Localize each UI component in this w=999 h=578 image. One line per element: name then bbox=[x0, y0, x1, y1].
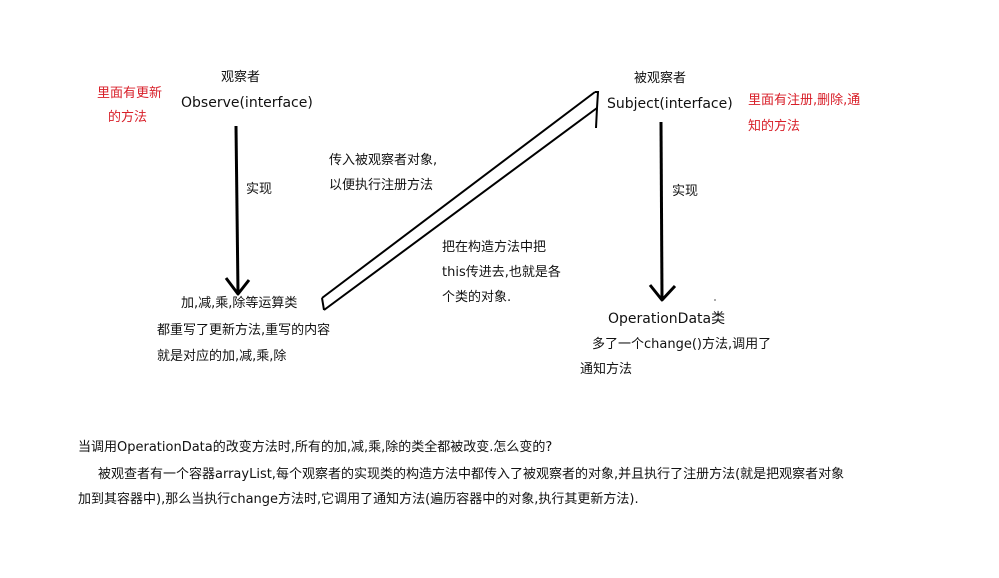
link-label2-line2: this传进去,也就是各 bbox=[442, 265, 561, 280]
subject-note-line1: 里面有注册,删除,通 bbox=[748, 93, 861, 108]
subject-name: Subject(interface) bbox=[607, 96, 733, 112]
explanation-line3: 加到其容器中),那么当执行change方法时,它调用了通知方法(遍历容器中的对象… bbox=[78, 492, 639, 507]
observer-impl-line2: 都重写了更新方法,重写的内容 bbox=[157, 323, 331, 338]
explanation-line2: 被观查者有一个容器arrayList,每个观察者的实现类的构造方法中都传入了被观… bbox=[98, 467, 845, 482]
link-label1-line1: 传入被观察者对象, bbox=[329, 153, 438, 168]
observer-name: Observe(interface) bbox=[181, 95, 313, 111]
subject-impl-line2: 多了一个change()方法,调用了 bbox=[592, 337, 772, 352]
subject-impl-arrowhead bbox=[648, 284, 677, 302]
subject-title: 被观察者 bbox=[634, 71, 687, 86]
observer-arrow-label: 实现 bbox=[246, 182, 273, 197]
link-label2-line3: 个类的对象. bbox=[442, 290, 512, 305]
observer-impl-line3: 就是对应的加,减,乘,除 bbox=[157, 349, 287, 364]
subject-impl-arrow-shaft bbox=[659, 121, 664, 299]
observer-note-line2: 的方法 bbox=[108, 110, 148, 125]
observer-impl-line1: 加,减,乘,除等运算类 bbox=[181, 296, 298, 311]
link-line-outer bbox=[321, 91, 596, 299]
link-label1-line2: 以便执行注册方法 bbox=[329, 178, 434, 193]
explanation-line1: 当调用OperationData的改变方法时,所有的加,减,乘,除的类全都被改变… bbox=[78, 440, 553, 455]
observer-note-line1: 里面有更新 bbox=[97, 86, 163, 101]
link-line-inner bbox=[323, 107, 598, 311]
observer-impl-arrowhead bbox=[224, 277, 251, 296]
subject-impl-line1: OperationData类 bbox=[608, 311, 726, 327]
observer-title: 观察者 bbox=[221, 70, 261, 85]
link-end-hook-right bbox=[595, 91, 600, 129]
observer-impl-arrow-shaft bbox=[234, 125, 240, 294]
link-end-cap-left bbox=[321, 297, 325, 311]
subject-note-line2: 知的方法 bbox=[748, 119, 801, 134]
link-label2-line1: 把在构造方法中把 bbox=[442, 240, 547, 255]
subject-arrow-label: 实现 bbox=[672, 184, 699, 199]
subject-impl-line3: 通知方法 bbox=[580, 362, 633, 377]
